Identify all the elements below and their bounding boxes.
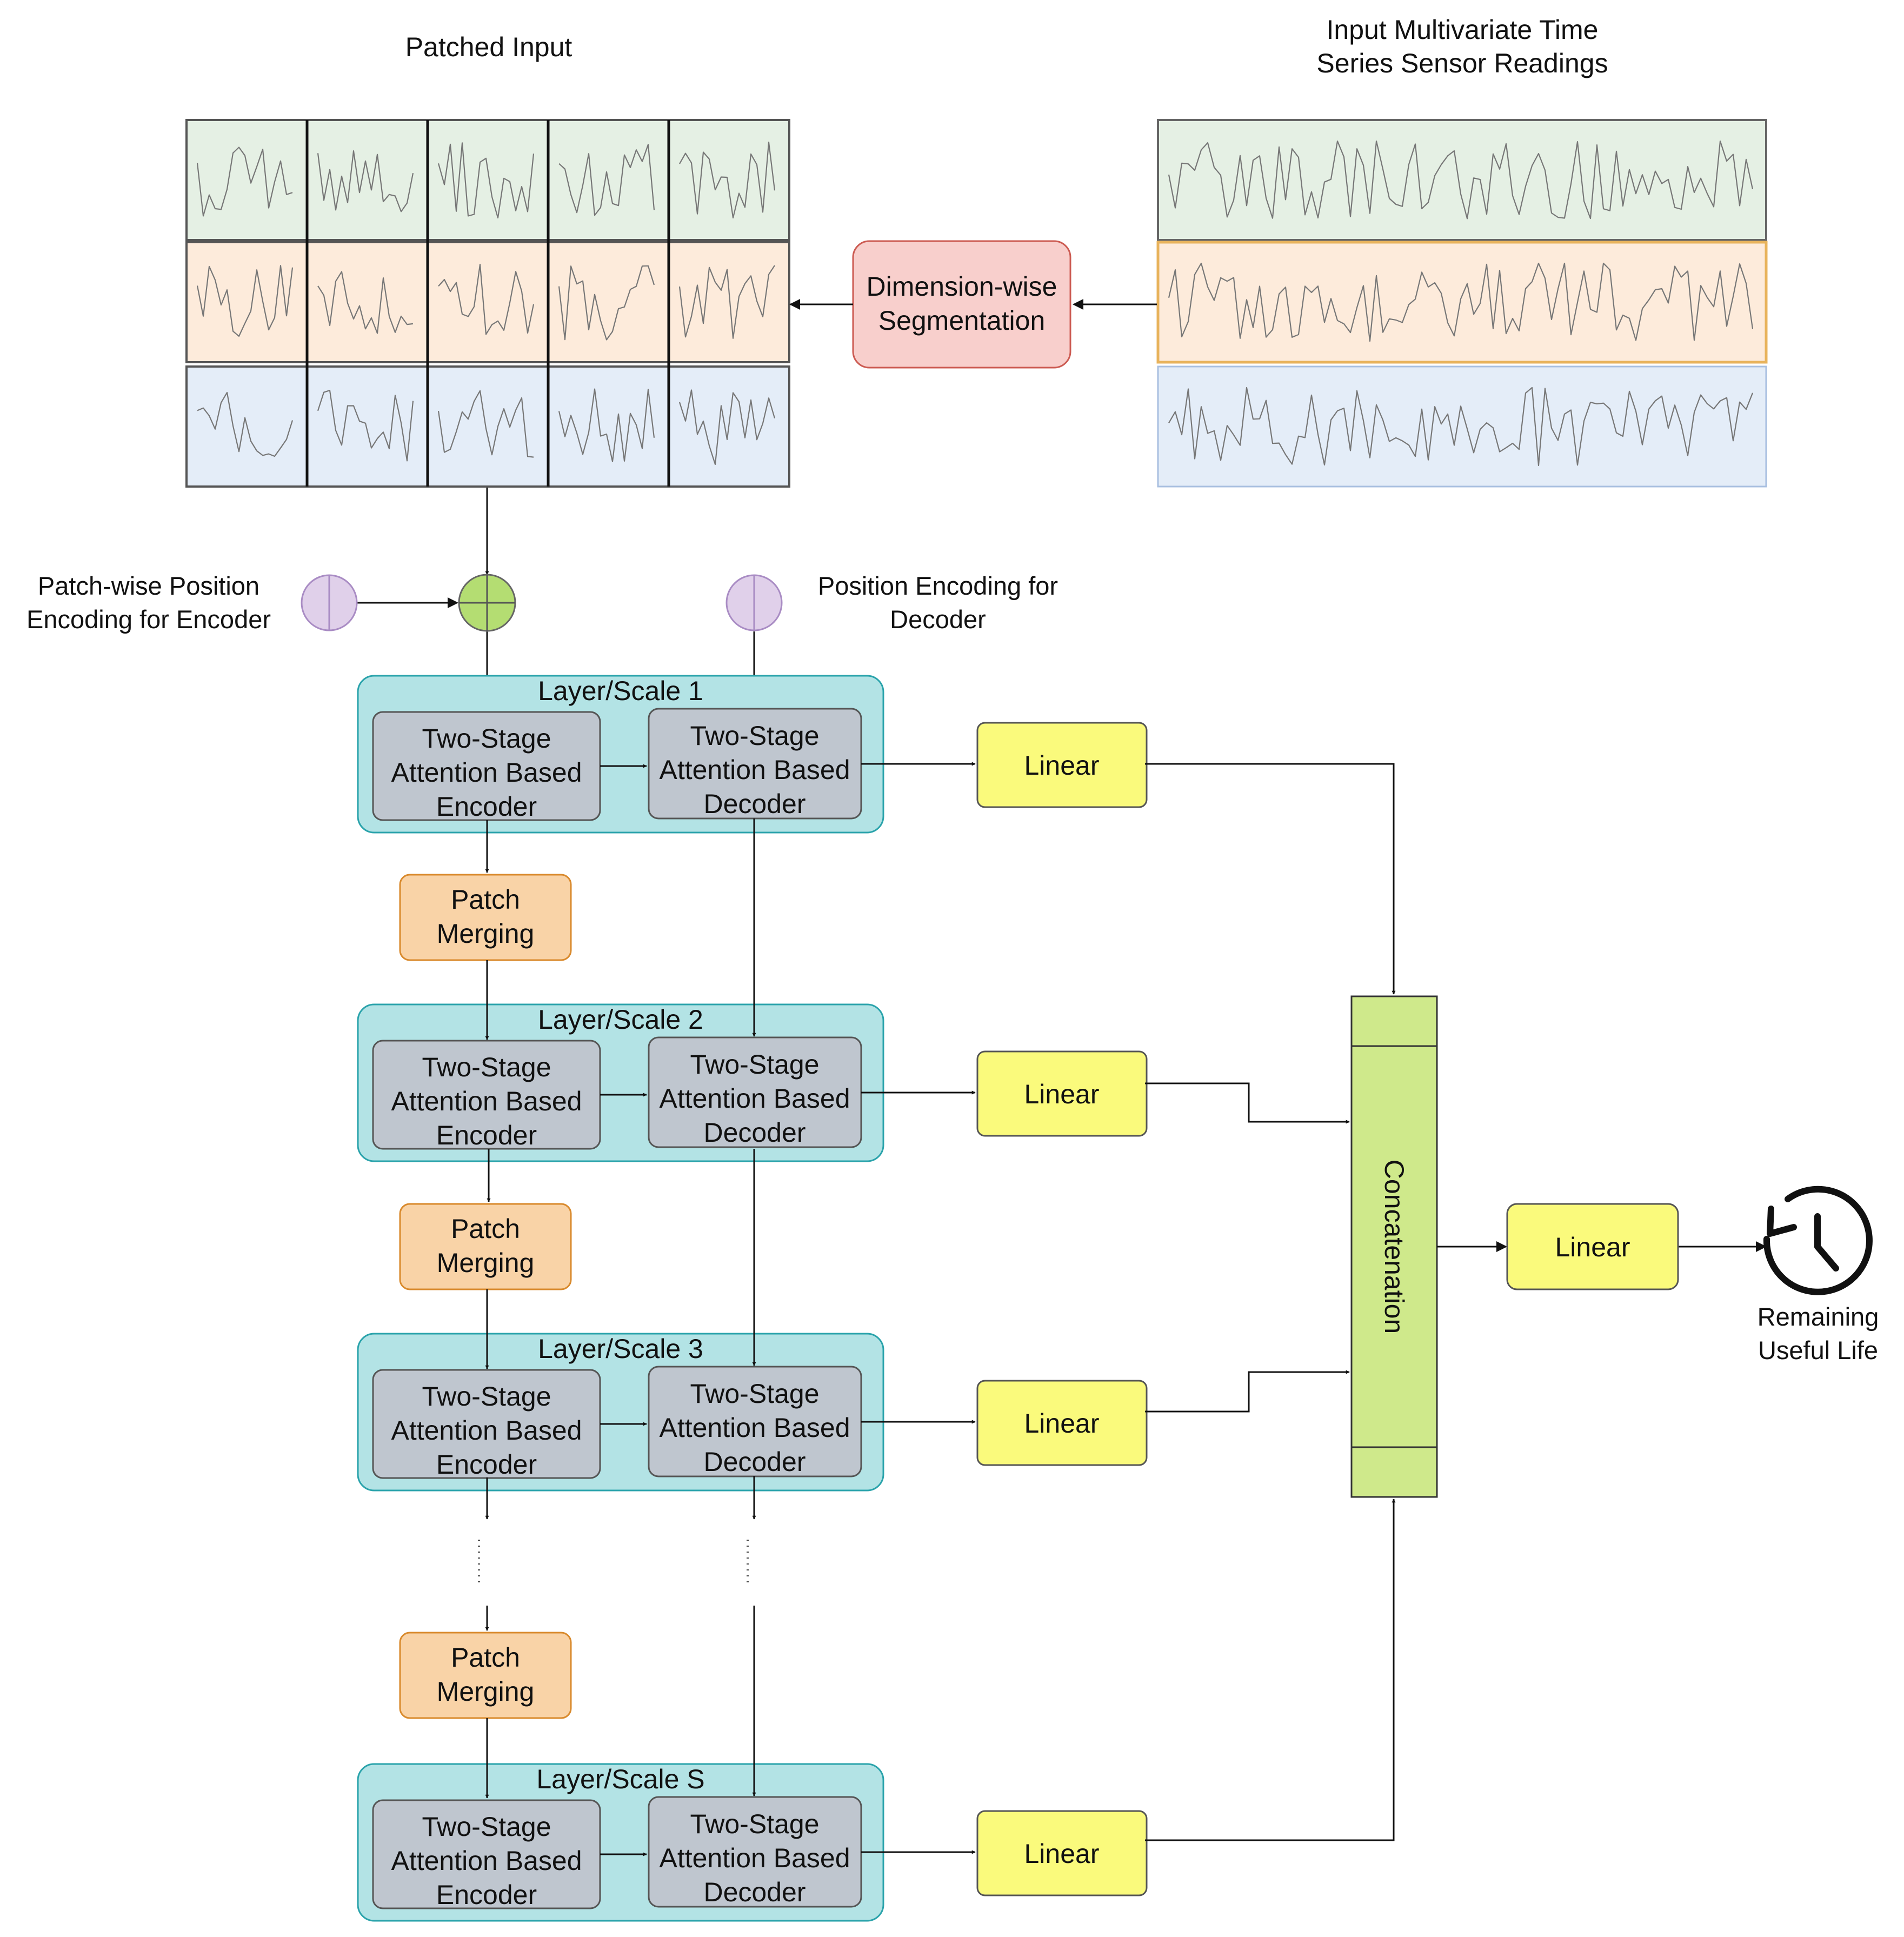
decoder-label-line2: Attention Based bbox=[659, 755, 850, 785]
encoder-label-line1: Two-Stage bbox=[422, 1381, 551, 1412]
decoder-label-line2: Attention Based bbox=[659, 1083, 850, 1114]
encoder-label-line3: Encoder bbox=[436, 791, 537, 822]
encoder-label-line3: Encoder bbox=[436, 1449, 537, 1480]
patch-merging-box bbox=[399, 874, 572, 961]
layer-title: Layer/Scale 1 bbox=[538, 676, 703, 706]
raw-input-panel bbox=[1156, 119, 1768, 488]
patched-input-title: Patched Input bbox=[405, 32, 572, 62]
decoder-label-line3: Decoder bbox=[704, 1877, 806, 1907]
concat-connectors bbox=[1145, 763, 1767, 1841]
clock-icon bbox=[1763, 1186, 1873, 1295]
encoder-pe-label-line1: Patch-wise Position bbox=[38, 571, 259, 600]
decoder-pe-label-line2: Decoder bbox=[890, 605, 986, 634]
linear-box bbox=[976, 722, 1148, 808]
encoder-label-line3: Encoder bbox=[436, 1880, 537, 1910]
encoder-label-line2: Attention Based bbox=[391, 1846, 582, 1876]
output-label-line1: Remaining bbox=[1757, 1302, 1879, 1331]
segmentation-label-line2: Segmentation bbox=[878, 305, 1046, 336]
segmentation-label-line1: Dimension-wise bbox=[867, 271, 1057, 302]
encoder-label-line2: Attention Based bbox=[391, 757, 582, 788]
input-series-title-line2: Series Sensor Readings bbox=[1316, 48, 1608, 78]
concatenation-label: Concatenation bbox=[1379, 1160, 1409, 1334]
output-label-line2: Useful Life bbox=[1758, 1336, 1878, 1364]
patched-row-blue bbox=[187, 367, 789, 487]
top-arrows bbox=[357, 299, 1157, 709]
encoder-pe-label-line2: Encoding for Encoder bbox=[26, 605, 271, 634]
encoder-label-line1: Two-Stage bbox=[422, 1812, 551, 1842]
patch-merging-label-line2: Merging bbox=[437, 1248, 535, 1278]
patch-merging-label-line2: Merging bbox=[437, 918, 535, 949]
continuation-dots bbox=[478, 1540, 749, 1583]
layer-title: Layer/Scale 3 bbox=[538, 1334, 703, 1364]
decoder-label-line3: Decoder bbox=[704, 1447, 806, 1477]
layer-title: Layer/Scale 2 bbox=[538, 1004, 703, 1035]
raw-row-orange bbox=[1156, 241, 1768, 364]
encoder-pe-circle bbox=[301, 574, 358, 631]
patched-row-green bbox=[187, 120, 789, 240]
linear-label: Linear bbox=[1024, 1839, 1100, 1869]
linear-label: Linear bbox=[1024, 1079, 1100, 1109]
decoder-pe-circle bbox=[725, 574, 783, 631]
patch-merging-label-line1: Patch bbox=[451, 884, 520, 915]
final-linear-label: Linear bbox=[1555, 1232, 1630, 1262]
segmentation-box bbox=[852, 240, 1071, 369]
raw-row-blue bbox=[1157, 365, 1767, 488]
decoder-pe-label-line1: Position Encoding for bbox=[818, 571, 1058, 600]
decoder-label-line1: Two-Stage bbox=[690, 1379, 819, 1409]
linear-box bbox=[976, 1050, 1148, 1137]
decoder-label-line3: Decoder bbox=[704, 789, 806, 819]
encoder-label-line1: Two-Stage bbox=[422, 723, 551, 754]
encoder-label-line1: Two-Stage bbox=[422, 1052, 551, 1082]
decoder-label-line1: Two-Stage bbox=[690, 1049, 819, 1080]
decoder-label-line1: Two-Stage bbox=[690, 721, 819, 751]
decoder-label-line3: Decoder bbox=[704, 1117, 806, 1148]
patched-input-panel bbox=[185, 119, 790, 488]
concatenation-box bbox=[1350, 995, 1438, 1498]
encoder-label-line2: Attention Based bbox=[391, 1086, 582, 1116]
linear-label: Linear bbox=[1024, 1408, 1100, 1439]
patch-merging-label-line1: Patch bbox=[451, 1214, 520, 1244]
encoder-label-line2: Attention Based bbox=[391, 1415, 582, 1446]
patch-merging-box bbox=[399, 1203, 572, 1290]
add-icon bbox=[458, 574, 516, 632]
patched-row-orange bbox=[187, 242, 789, 362]
stack-connectors bbox=[485, 818, 756, 1799]
final-linear-box bbox=[1506, 1203, 1679, 1290]
linear-label: Linear bbox=[1024, 750, 1100, 781]
linear-box bbox=[976, 1380, 1148, 1466]
encoder-label-line3: Encoder bbox=[436, 1120, 537, 1150]
patch-merging-label-line1: Patch bbox=[451, 1642, 520, 1673]
decoder-label-line2: Attention Based bbox=[659, 1413, 850, 1443]
linear-box bbox=[976, 1810, 1148, 1896]
decoder-label-line1: Two-Stage bbox=[690, 1809, 819, 1839]
layer-title: Layer/Scale S bbox=[536, 1764, 704, 1794]
raw-row-green bbox=[1157, 119, 1767, 241]
patch-merging-box bbox=[399, 1632, 572, 1719]
input-series-title-line1: Input Multivariate Time bbox=[1327, 15, 1599, 45]
decoder-label-line2: Attention Based bbox=[659, 1843, 850, 1873]
patch-merging-label-line2: Merging bbox=[437, 1676, 535, 1707]
